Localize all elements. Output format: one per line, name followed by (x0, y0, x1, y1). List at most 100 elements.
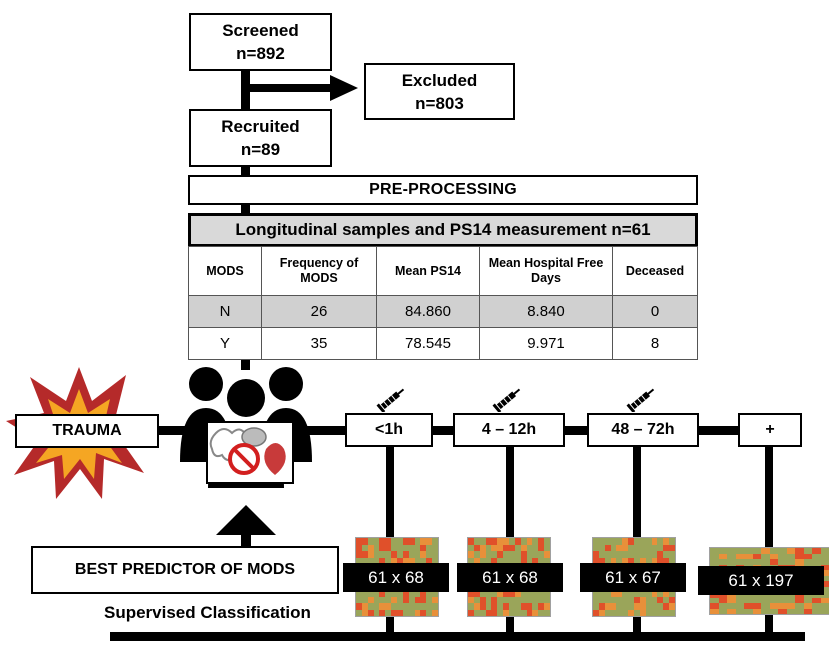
heatmap-cell (645, 590, 652, 597)
timepoint-label: <1h (374, 421, 403, 438)
heatmap-cell (420, 596, 427, 603)
heatmap-cell (473, 609, 480, 616)
heatmap-cell (544, 603, 550, 610)
heatmap-cell (778, 553, 787, 559)
heatmap-cell (645, 609, 652, 616)
heatmap-cell (669, 603, 675, 610)
heatmap-cell (473, 538, 480, 545)
heatmap-cell (491, 544, 498, 551)
heatmap-cell (735, 603, 744, 609)
heatmap-cell (526, 557, 533, 564)
heatmap-cell (514, 551, 521, 558)
heatmap-cell (509, 557, 515, 564)
heatmap-cell (397, 551, 403, 558)
heatmap-cell (645, 544, 652, 551)
heatmap-cell (509, 596, 515, 603)
heatmap-cell (639, 603, 646, 610)
mods-stats-table: MODS Frequency of MODS Mean PS14 Mean Ho… (188, 246, 698, 360)
heatmap-cell (795, 559, 804, 565)
heatmap-cell (479, 590, 486, 597)
heatmap-cell (795, 548, 804, 554)
heatmap-cell (752, 548, 761, 554)
heatmap-cell (367, 590, 374, 597)
heatmap-cell (718, 603, 727, 609)
matrix-dimension-label: 61 x 68 (343, 563, 449, 592)
heatmap-cell (610, 544, 617, 551)
heatmap-cell (397, 603, 403, 610)
heatmap-cell (820, 559, 829, 565)
heatmap-cell (616, 603, 623, 610)
heatmap-cell (645, 538, 652, 545)
heatmap-cell (468, 538, 474, 545)
heatmap-cell (657, 538, 664, 545)
heatmap-cell (820, 564, 829, 570)
heatmap-cell (520, 596, 527, 603)
heatmap-cell (778, 597, 787, 603)
heatmap-cell (761, 608, 770, 614)
heatmap-cell (526, 544, 533, 551)
heatmap-cell (526, 590, 533, 597)
heatmap-cell (669, 609, 675, 616)
heatmap-cell (610, 596, 617, 603)
longitudinal-box: Longitudinal samples and PS14 measuremen… (188, 213, 698, 247)
heatmap-cell (634, 551, 640, 558)
heatmap-cell (385, 544, 392, 551)
heatmap-cell (544, 557, 550, 564)
heatmap-cell (639, 590, 646, 597)
heatmap-cell (379, 609, 386, 616)
heatmap-cell (639, 557, 646, 564)
heatmap-cell (657, 603, 664, 610)
bottom-line (110, 632, 805, 641)
matrix-dimension-label: 61 x 67 (580, 563, 686, 592)
heatmap-cell (628, 596, 634, 603)
heatmap-cell (373, 609, 380, 616)
recruited-label: Recruited (221, 117, 300, 136)
heatmap-cell (645, 596, 652, 603)
heatmap-cell (616, 590, 623, 597)
heatmap-cell (544, 544, 550, 551)
heatmap-cell (628, 603, 634, 610)
exclusion-arrow-line (245, 84, 335, 92)
heatmap-cell (593, 596, 599, 603)
heatmap-cell (391, 609, 397, 616)
heatmap-cell (514, 590, 521, 597)
heatmap-cell (391, 544, 397, 551)
heatmap-cell (761, 548, 770, 554)
heatmap-cell (710, 603, 719, 609)
heatmap-cell (491, 609, 498, 616)
heatmap-cell (367, 603, 374, 610)
heatmap-cell (820, 575, 829, 581)
heatmap-cell (593, 609, 599, 616)
heatmap-cell (497, 538, 504, 545)
heatmap-cell (651, 609, 658, 616)
timepoint-label: + (765, 421, 775, 438)
heatmap-cell (356, 590, 362, 597)
heatmap-cell (485, 596, 492, 603)
heatmap-cell (761, 603, 770, 609)
heatmap-cell (479, 538, 486, 545)
recruited-box: Recruited n=89 (189, 109, 332, 167)
heatmap-cell (610, 603, 617, 610)
heatmap-cell (526, 596, 533, 603)
heatmap-cell (812, 548, 821, 554)
heatmap-cell (468, 590, 474, 597)
heatmap-cell (414, 609, 421, 616)
heatmap-cell (356, 596, 362, 603)
heatmap-cell (367, 557, 374, 564)
heatmap-cell (485, 544, 492, 551)
heatmap-cell (397, 590, 403, 597)
preprocessing-box: PRE-PROCESSING (188, 175, 698, 205)
heatmap-cell (610, 557, 617, 564)
heatmap-cell (812, 608, 821, 614)
heatmap-cell (593, 557, 599, 564)
heatmap-cell (408, 551, 415, 558)
syringe-icon (492, 388, 521, 412)
heatmap-cell (532, 590, 539, 597)
heatmap-cell (744, 597, 753, 603)
heatmap-cell (361, 538, 368, 545)
heatmap-cell (532, 557, 539, 564)
heatmap-cell (520, 551, 527, 558)
heatmap-cell (356, 603, 362, 610)
heatmap-cell (402, 551, 409, 558)
heatmap-cell (432, 557, 438, 564)
